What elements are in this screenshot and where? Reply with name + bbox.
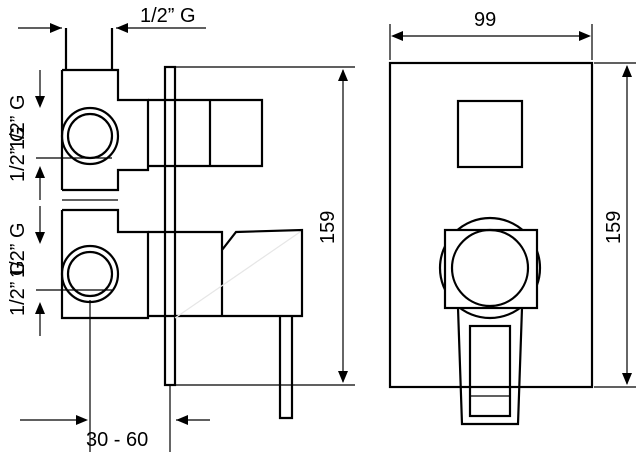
diverter-knob-front bbox=[456, 99, 524, 169]
lower-inlet-ring bbox=[60, 244, 120, 304]
wall-plate-side bbox=[163, 65, 177, 387]
dim-width-front: 99 bbox=[474, 9, 496, 31]
diverter-knob-side bbox=[148, 98, 264, 168]
top-inlet-pipe bbox=[64, 28, 114, 70]
dim-thread-top: 1/2” G bbox=[140, 5, 196, 27]
dim-thread-left-2a: 1/2” G bbox=[7, 222, 29, 278]
lever-hub bbox=[450, 228, 530, 308]
dim-height-front: 159 bbox=[603, 211, 625, 244]
upper-inlet-ring bbox=[60, 106, 120, 166]
lever-handle-side bbox=[148, 228, 304, 420]
front-dimensions: 99 159 bbox=[389, 9, 636, 388]
dim-height-side: 159 bbox=[317, 211, 339, 244]
dim-thread-left-1b: 1/2” G bbox=[7, 126, 29, 182]
side-view bbox=[36, 28, 304, 420]
lever-hub-ring bbox=[438, 216, 542, 320]
dim-depth: 30 - 60 bbox=[86, 429, 148, 451]
dim-thread-left-1a: 1/2” G bbox=[7, 94, 29, 150]
side-dimensions: 1/2” G 1/2” G 1/2” G 1/2” G 1/2” G 30 - … bbox=[7, 5, 355, 452]
lever-blade-front bbox=[456, 307, 524, 426]
wall-plate-front bbox=[388, 61, 594, 389]
valve-body-outline bbox=[60, 68, 150, 320]
front-view bbox=[388, 61, 594, 426]
dim-thread-left-2b: 1/2” G bbox=[7, 260, 29, 316]
